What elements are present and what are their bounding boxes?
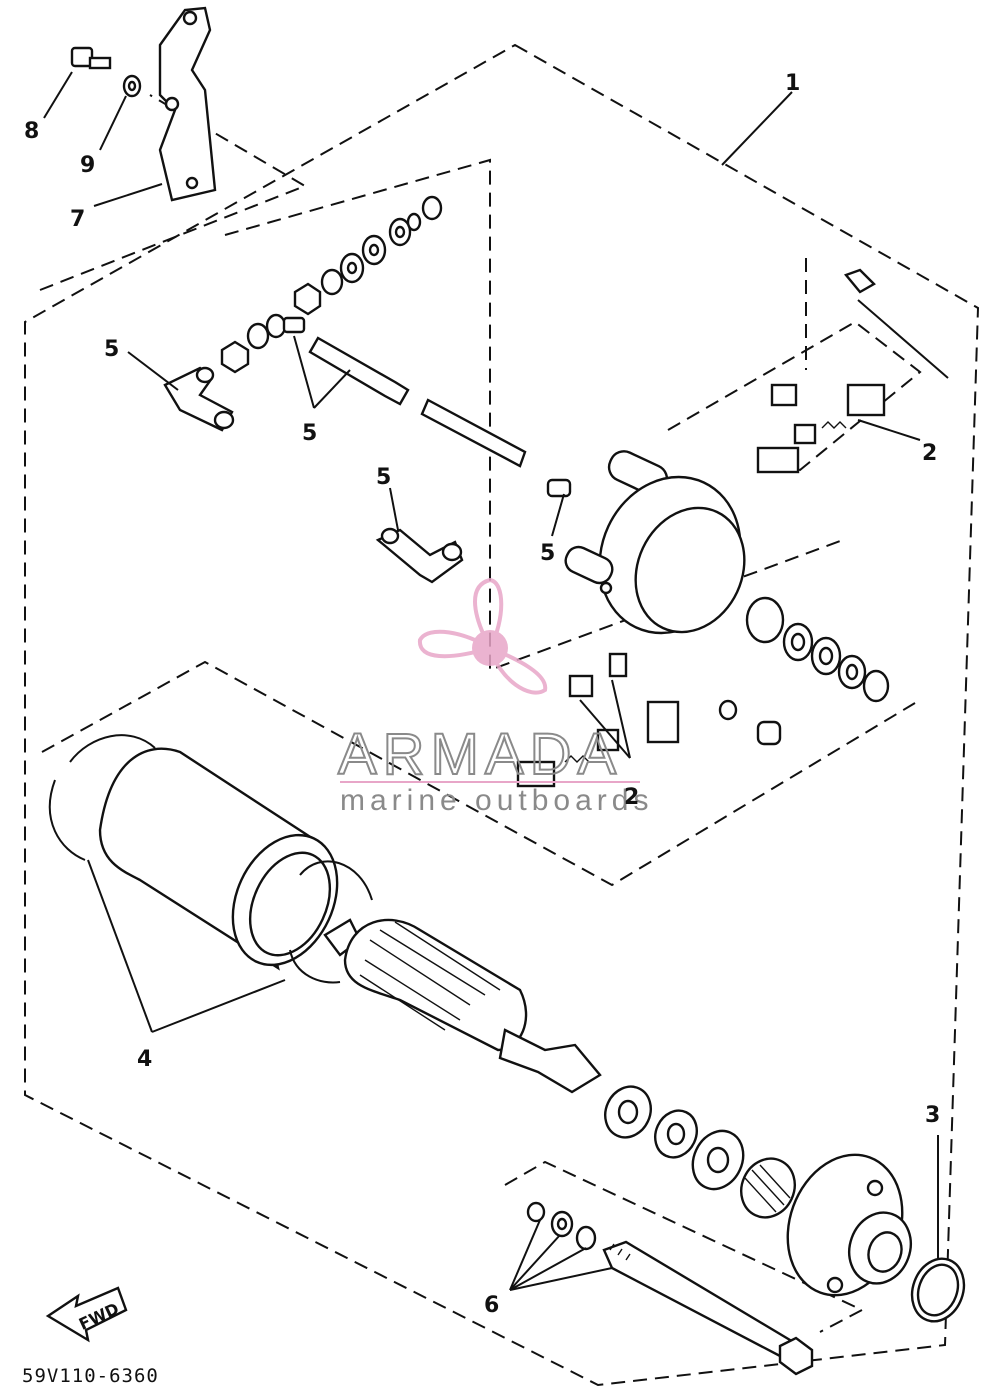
- yoke-part: [48, 734, 373, 984]
- callout-8: 8: [24, 119, 39, 144]
- assembly-boundary: [24, 43, 980, 1387]
- armature-part: [323, 918, 602, 1094]
- bolt-part-8: [70, 46, 112, 70]
- o-ring-part-3: [910, 1257, 966, 1323]
- rear-end-cover-part: [564, 450, 746, 635]
- front-cover-group-boundary: [504, 1160, 865, 1333]
- callout-2-upper: 2: [922, 441, 937, 466]
- terminal-hardware-row: [220, 195, 443, 374]
- watermark-tagline: marine outboards: [340, 784, 653, 817]
- rear-bushing-stack: [718, 596, 890, 746]
- armada-watermark: ARMADA marine outboards: [337, 577, 653, 817]
- brush-holder-upper: [756, 268, 886, 474]
- callout-5-clip: 5: [540, 541, 555, 566]
- through-bolt-part: [526, 1201, 814, 1376]
- callout-5-shaft: 5: [302, 421, 317, 446]
- propeller-logo-icon: [417, 577, 548, 695]
- callout-5-center: 5: [376, 465, 391, 490]
- fwd-direction-arrow: FWD: [45, 1286, 128, 1343]
- callout-2-lower: 2: [624, 785, 639, 810]
- callout-9: 9: [80, 153, 95, 178]
- front-end-cover-part: [786, 1153, 912, 1297]
- callout-1: 1: [785, 71, 800, 96]
- rear-cover-group-boundary: [224, 158, 844, 672]
- terminal-boot-center: [375, 527, 464, 584]
- diagram-part-number: 59V110-6360: [22, 1365, 159, 1387]
- washer-part-9: [122, 74, 142, 98]
- callout-4: 4: [137, 1047, 152, 1072]
- leader-lines: [43, 71, 949, 1291]
- callout-7: 7: [70, 207, 85, 232]
- terminal-bolt-part: [308, 336, 572, 498]
- bracket-part: [158, 6, 217, 202]
- callout-6: 6: [484, 1293, 499, 1318]
- watermark-brand: ARMADA: [338, 722, 622, 787]
- callout-5-left: 5: [104, 337, 119, 362]
- terminal-boot-left: [163, 366, 235, 432]
- yoke-group-boundary: [41, 660, 916, 887]
- front-bearing-stack: [604, 1085, 796, 1219]
- callout-3: 3: [925, 1103, 940, 1128]
